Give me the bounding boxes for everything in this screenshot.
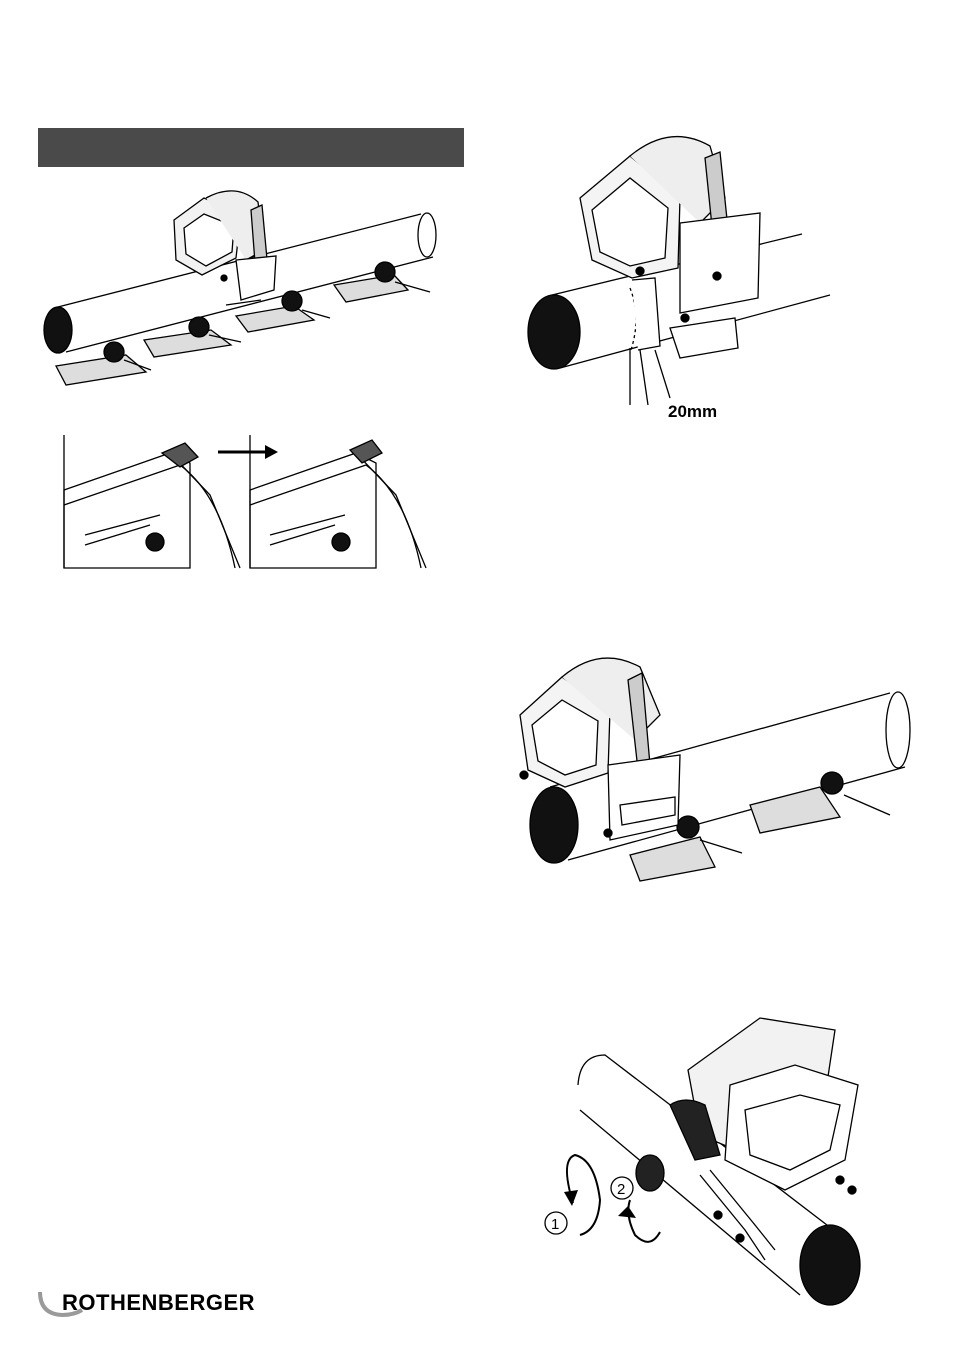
section-header-bar (38, 128, 464, 167)
pipe-cutter-machine (174, 191, 276, 305)
figure-lever-detail (60, 435, 435, 570)
pipe-stand (56, 342, 151, 385)
rotation-arrow-2 (628, 1200, 660, 1242)
brand-logo: ROTHENBERGER (62, 1288, 255, 1318)
pipe-cutter-machine (580, 137, 760, 358)
direction-arrow (218, 445, 278, 459)
figure-rotation-steps: 1 2 (540, 1010, 880, 1310)
detail-after (250, 435, 426, 568)
pipe-cutter-machine (670, 1018, 858, 1260)
step-number-1: 1 (551, 1216, 559, 1233)
figure-cut-offset: 20mm (520, 128, 840, 428)
detail-before (64, 435, 240, 568)
dimension-label: 20mm (668, 402, 717, 421)
step-number-2: 2 (617, 1181, 625, 1198)
brand-name: ROTHENBERGER (62, 1290, 255, 1316)
figure-cutter-on-stands (510, 655, 920, 885)
figure-pipe-on-stands (36, 180, 456, 390)
